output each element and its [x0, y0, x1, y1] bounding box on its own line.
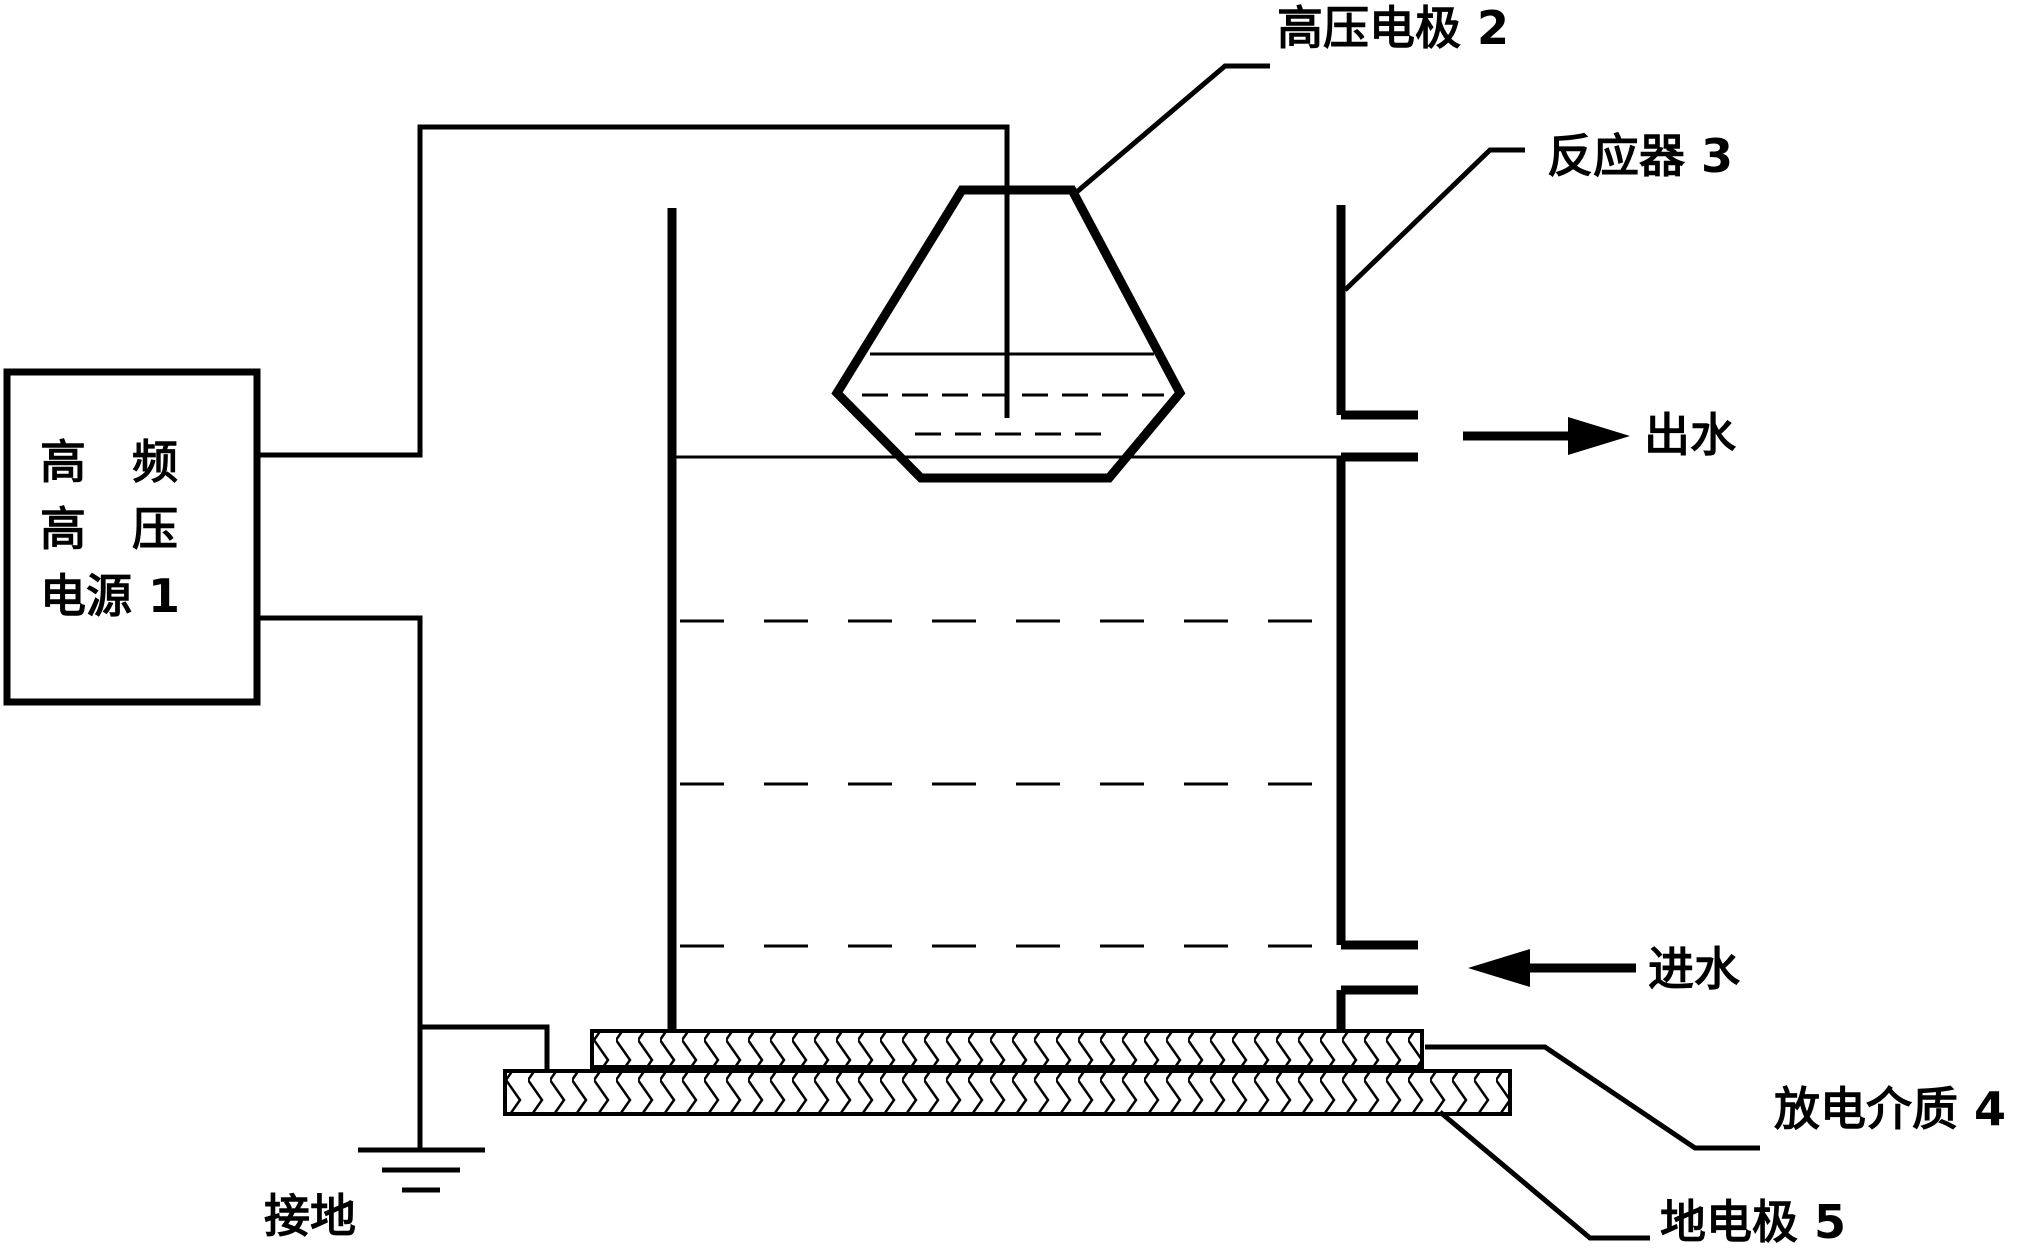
power-supply-label-line3: 电源 1 [40, 569, 180, 623]
discharge-medium-label: 放电介质 4 [1774, 1082, 2006, 1136]
ground-electrode [503, 1069, 1512, 1116]
power-supply-label-line2: 高 压 [40, 502, 178, 556]
outlet-arrow-icon [1463, 417, 1630, 455]
ground-label: 接地 [264, 1189, 356, 1243]
outlet-label: 出水 [1644, 408, 1737, 462]
discharge-medium [590, 1029, 1424, 1069]
power-supply-label-line1: 高 频 [40, 435, 178, 489]
inlet-label: 进水 [1648, 942, 1741, 996]
ground-electrode-leader [1438, 1110, 1650, 1241]
inlet-arrow-icon [1468, 949, 1636, 987]
hv-electrode-leader [1070, 63, 1270, 198]
hv-wire [257, 124, 1010, 458]
ground-electrode-wire [420, 1024, 550, 1070]
reactor-leader [1343, 147, 1525, 292]
reactor [667, 205, 1418, 1030]
ground-electrode-label: 地电极 5 [1660, 1195, 1846, 1248]
ground-wire [257, 615, 423, 1150]
power-supply: 高 频 高 压 电源 1 [3, 368, 261, 706]
hv-electrode-label: 高压电极 2 [1277, 1, 1509, 55]
hv-electrode [831, 185, 1186, 483]
discharge-medium-leader [1425, 1044, 1760, 1151]
reactor-label: 反应器 3 [1547, 129, 1733, 183]
ground-symbol-icon [358, 1147, 485, 1193]
